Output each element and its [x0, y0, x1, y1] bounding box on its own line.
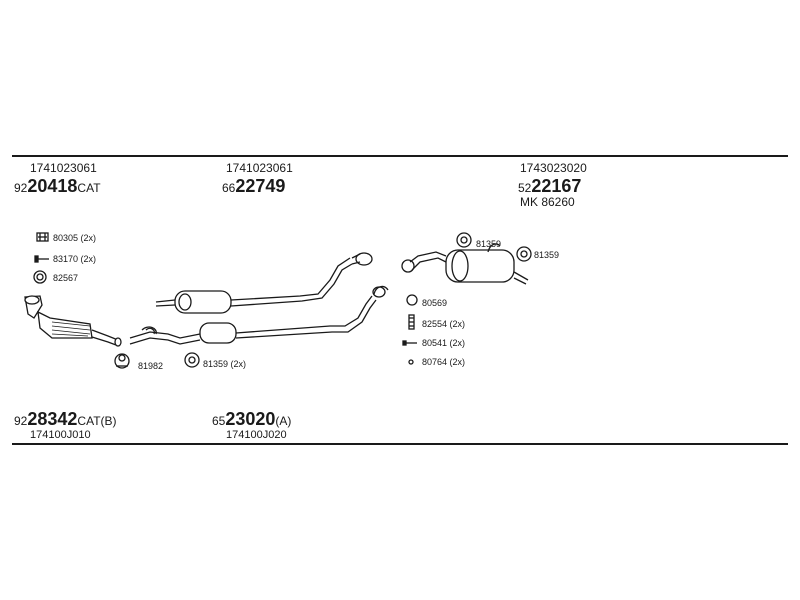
label-80305: 80305 (2x) — [53, 233, 97, 243]
clamp-80305-icon — [36, 232, 49, 242]
cat-b-main: 28342 — [27, 409, 78, 429]
mid-front-prefix: 66 — [222, 181, 236, 195]
cat-b-prefix: 92 — [14, 414, 28, 428]
label-83170: 83170 (2x) — [53, 254, 97, 264]
cat-front-ref: 9220418CAT — [14, 177, 101, 196]
mid-a-oem: 174100J020 — [226, 429, 287, 441]
label-81359-2x: 81359 (2x) — [203, 359, 247, 369]
bolt-83170-icon — [34, 255, 49, 263]
cat-front-oem: 1741023061 — [30, 161, 97, 175]
rear-kit: MK 86260 — [520, 195, 575, 209]
label-80569: 80569 — [422, 298, 448, 308]
mid-front-main: 22749 — [235, 176, 286, 196]
label-80541: 80541 (2x) — [422, 338, 466, 348]
mid-front-ref: 6622749 — [222, 177, 285, 196]
spring-82554-icon — [408, 314, 415, 330]
cat-b-suffix: CAT(B) — [77, 414, 117, 428]
hanger-81359-a-icon — [456, 232, 472, 248]
gasket-82567-icon — [33, 270, 47, 284]
cat-b-ref: 9228342CAT(B) — [14, 410, 117, 429]
label-81359-b: 81359 — [534, 250, 560, 260]
cat-front-prefix: 92 — [14, 181, 28, 195]
ring-80569-icon — [406, 294, 418, 306]
nut-80764-icon — [408, 359, 414, 365]
bottom-rule — [12, 443, 788, 445]
front-pipe-lower-icon — [129, 285, 389, 345]
rear-prefix: 52 — [518, 181, 532, 195]
mid-a-ref: 6523020(A) — [212, 410, 291, 429]
rear-oem: 1743023020 — [520, 161, 587, 175]
mid-a-suffix: (A) — [275, 414, 292, 428]
label-81359-a: 81359 — [476, 239, 502, 249]
hanger-81359-2x-icon — [184, 352, 200, 368]
rear-muffler-icon — [401, 243, 529, 285]
label-81982: 81982 — [138, 361, 164, 371]
bolt-80541-icon — [402, 340, 417, 346]
cat-front-suffix: CAT — [77, 181, 101, 195]
middle-pipe-upper-icon — [155, 252, 373, 314]
hanger-81359-b-icon — [516, 246, 532, 262]
clamp-81982-icon — [114, 353, 130, 369]
label-82554: 82554 (2x) — [422, 319, 466, 329]
cat-b-oem: 174100J010 — [30, 429, 91, 441]
mid-a-prefix: 65 — [212, 414, 226, 428]
top-rule — [12, 155, 788, 157]
catalytic-converter-icon — [24, 295, 122, 347]
rear-ref: 5222167 — [518, 177, 581, 196]
mid-a-main: 23020 — [225, 409, 276, 429]
rear-main: 22167 — [531, 176, 582, 196]
cat-front-main: 20418 — [27, 176, 78, 196]
mid-front-oem: 1741023061 — [226, 161, 293, 175]
label-82567: 82567 — [53, 273, 79, 283]
label-80764: 80764 (2x) — [422, 357, 466, 367]
